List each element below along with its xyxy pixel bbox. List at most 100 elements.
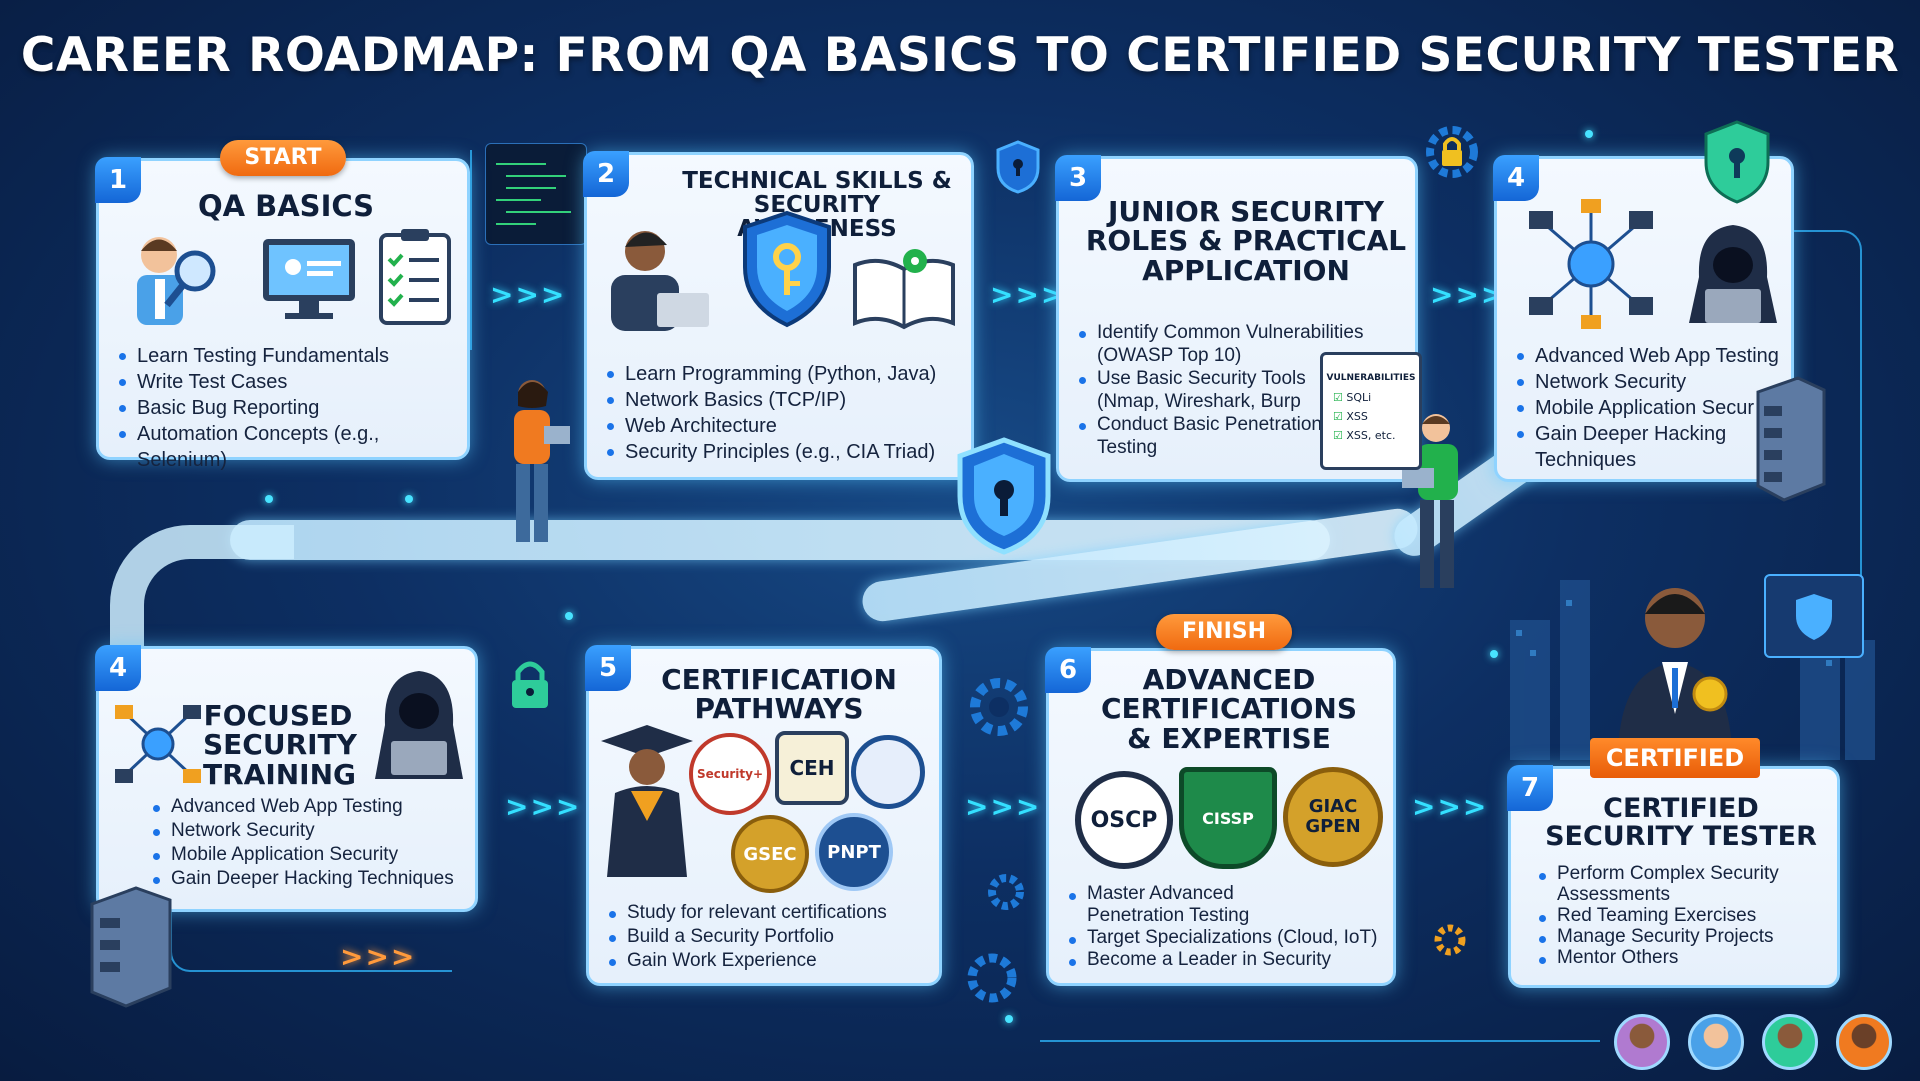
network-globe-icon [1529, 199, 1653, 329]
network-globe-icon [115, 705, 201, 783]
flow-arrow: >>> [1412, 790, 1489, 823]
list-item: Master Advanced Penetration Testing [1067, 883, 1327, 927]
step-6-card: 6 ADVANCED CERTIFICATIONS & EXPERTISE OS… [1045, 647, 1397, 986]
checklist-icon [379, 229, 451, 325]
step-number: 4 [95, 645, 141, 691]
step-5-card: 5 CERTIFICATION PATHWAYS Security+ CEH G… [585, 645, 942, 986]
cert-badge-pnpt: PNPT [815, 813, 893, 891]
clipboard-item: ☑ SQLi [1333, 391, 1372, 404]
gear-icon [988, 874, 1024, 910]
list-item: Use Basic Security Tools (Nmap, Wireshar… [1077, 367, 1327, 413]
step-number: 5 [585, 645, 631, 691]
shield-icon [996, 140, 1040, 194]
list-item: Network Security [151, 819, 481, 843]
glow-dot [265, 495, 273, 503]
gear-icon [1434, 924, 1466, 956]
bullet-list: Learn Programming (Python, Java) Network… [605, 361, 975, 465]
list-item: Security Principles (e.g., CIA Triad) [605, 439, 975, 465]
avatar [1688, 1014, 1744, 1070]
cert-badge-security-plus: Security+ [689, 733, 771, 815]
tester-magnifier-icon [137, 237, 216, 325]
cert-badge-cissp: CISSP [1179, 767, 1277, 869]
list-item: Web Architecture [605, 413, 975, 439]
gear-icon [970, 678, 1028, 736]
step-2-card: 2 TECHNICAL SKILLS & SECURITY AWARENESS … [583, 151, 975, 480]
list-item: Write Test Cases [117, 369, 467, 395]
clipboard-title: VULNERABILITIES [1326, 373, 1416, 383]
list-item: Conduct Basic Penetration Testing [1077, 413, 1327, 459]
bullet-list: Advanced Web App Testing Network Securit… [1515, 343, 1795, 473]
shield-keyhole-icon [1704, 120, 1770, 204]
circuit-line [1780, 230, 1862, 652]
gear-lock-icon [1426, 126, 1478, 178]
finish-badge: FINISH [1156, 614, 1292, 650]
avatar [1762, 1014, 1818, 1070]
cert-badge-gsec: GSEC [731, 815, 809, 893]
list-item: Become a Leader in Security [1067, 949, 1397, 971]
list-item: Learn Programming (Python, Java) [605, 361, 975, 387]
list-item: Advanced Web App Testing [151, 795, 481, 819]
list-item: Build a Security Portfolio [607, 925, 937, 949]
book-icon [853, 249, 955, 330]
step-number: 7 [1507, 765, 1553, 811]
page-title: CAREER ROADMAP: FROM QA BASICS TO CERTIF… [20, 28, 1900, 83]
list-item: Network Basics (TCP/IP) [605, 387, 975, 413]
glow-dot [1585, 130, 1593, 138]
step-number: 1 [95, 157, 141, 203]
cert-badge-seal [851, 735, 925, 809]
step-title: JUNIOR SECURITY ROLES & PRACTICAL APPLIC… [1085, 195, 1407, 287]
list-item: Automation Concepts (e.g., Selenium) [117, 421, 467, 473]
step-title: ADVANCED CERTIFICATIONS & EXPERTISE [1100, 663, 1357, 755]
list-item: Basic Bug Reporting [117, 395, 467, 421]
flow-arrow: >>> [965, 790, 1042, 823]
step-number: 4 [1493, 155, 1539, 201]
avatar [1614, 1014, 1670, 1070]
list-item: Gain Deeper Hacking Techniques [151, 867, 481, 891]
step-title: CERTIFIED SECURITY TESTER [1545, 793, 1817, 853]
list-item: Gain Work Experience [607, 949, 937, 973]
flow-arrow: >>> [1430, 278, 1507, 311]
list-item: Learn Testing Fundamentals [117, 343, 467, 369]
step-number: 2 [583, 151, 629, 197]
cert-badge-oscp: OSCP [1075, 771, 1173, 869]
bullet-list: Perform Complex Security Assessments Red… [1537, 863, 1837, 968]
circuit-line [470, 150, 502, 350]
list-item: Mobile Application Security [151, 843, 481, 867]
glow-dot [405, 495, 413, 503]
list-item: Perform Complex Security Assessments [1537, 863, 1797, 905]
step-4-card-focused: 4 FOCUSED SECURITY TRAINING Advanced Web… [95, 645, 481, 912]
list-item: Advanced Web App Testing [1515, 343, 1795, 369]
server-rack-icon [1756, 376, 1826, 502]
start-badge: START [220, 140, 346, 176]
vulnerabilities-clipboard: VULNERABILITIES ☑ SQLi ☑ XSS ☑ XSS, etc. [1320, 352, 1422, 470]
step-number: 3 [1055, 155, 1101, 201]
flow-arrow: >>> [490, 278, 567, 311]
person-laptop-icon [1402, 414, 1458, 588]
clipboard-item: ☑ XSS, etc. [1333, 429, 1396, 442]
list-item: Mobile Application Secur [1515, 395, 1795, 421]
glow-dot [1005, 1015, 1013, 1023]
step-number: 6 [1045, 647, 1091, 693]
list-item: Gain Deeper Hacking Techniques [1515, 421, 1745, 473]
monitor-icon [263, 239, 355, 319]
glow-dot [1490, 650, 1498, 658]
padlock-icon [512, 661, 548, 708]
glow-dot [565, 612, 573, 620]
circuit-line [1040, 1040, 1600, 1043]
flow-arrow: >>> [505, 790, 582, 823]
list-item: Study for relevant certifications [607, 901, 937, 925]
list-item: Network Security [1515, 369, 1795, 395]
bullet-list: Identify Common Vulnerabilities (OWASP T… [1077, 321, 1363, 459]
flow-arrow: >>> [990, 278, 1067, 311]
step-1-card: 1 QA BASICS Learn Testing Fundamentals W… [95, 157, 470, 471]
step-7-card: 7 CERTIFIED SECURITY TESTER Perform Comp… [1507, 765, 1840, 988]
browser-window-icon [1764, 574, 1864, 658]
step-title: QA BASICS [197, 189, 375, 223]
list-item: Target Specializations (Cloud, IoT) [1067, 927, 1397, 949]
flow-arrow: >>> [340, 940, 417, 973]
step-4-card-top: 4 Advanced Web App Testing Network Secur… [1493, 155, 1795, 482]
cert-badge-giac-gpen: GIAC GPEN [1283, 767, 1383, 867]
list-item: Manage Security Projects [1537, 926, 1837, 947]
list-item: Identify Common Vulnerabilities (OWASP T… [1077, 321, 1437, 367]
code-window-icon [485, 143, 587, 245]
